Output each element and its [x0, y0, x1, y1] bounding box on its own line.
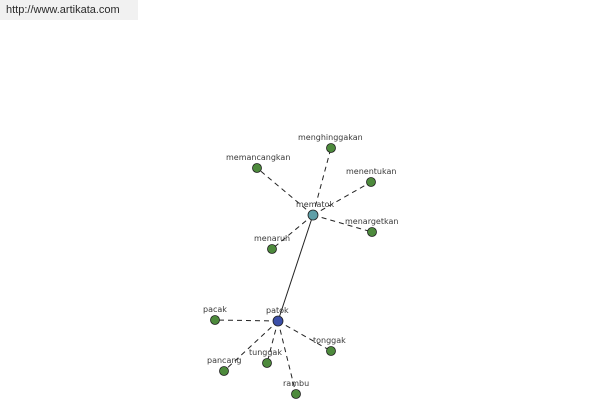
- node-circle-memancangkan[interactable]: [252, 163, 262, 173]
- node-label-tunggak: tunggak: [249, 348, 282, 357]
- edge-mematok-menentukan: [312, 181, 372, 216]
- node-circle-patok[interactable]: [272, 315, 284, 327]
- node-label-menghinggakan: menghinggakan: [298, 133, 363, 142]
- node-label-mematok: mematok: [296, 200, 334, 209]
- node-label-menaruh: menaruh: [254, 234, 290, 243]
- node-menaruh[interactable]: menaruh: [254, 234, 290, 254]
- node-rambu[interactable]: rambu: [283, 379, 309, 399]
- edge-patok-mematok: [277, 214, 314, 322]
- edge-mematok-memancangkan: [256, 167, 314, 216]
- node-menargetkan[interactable]: menargetkan: [345, 217, 398, 237]
- node-label-tonggak: tonggak: [313, 336, 346, 345]
- edge-patok-pacak: [214, 319, 279, 322]
- node-mematok[interactable]: mematok: [296, 200, 334, 221]
- node-circle-tonggak[interactable]: [326, 346, 336, 356]
- edge-patok-rambu: [277, 320, 297, 395]
- edge-patok-pancang: [223, 320, 279, 372]
- node-pancang[interactable]: pancang: [207, 356, 242, 376]
- edge-patok-tonggak: [277, 320, 332, 352]
- node-patok[interactable]: patok: [266, 306, 289, 327]
- node-label-rambu: rambu: [283, 379, 309, 388]
- nodes-layer: patok mematok menghinggakan memancangkan men…: [203, 133, 398, 399]
- node-menentukan[interactable]: menentukan: [346, 167, 396, 187]
- node-circle-rambu[interactable]: [291, 389, 301, 399]
- node-tunggak[interactable]: tunggak: [249, 348, 282, 368]
- node-circle-menaruh[interactable]: [267, 244, 277, 254]
- node-circle-menentukan[interactable]: [366, 177, 376, 187]
- site-url-link[interactable]: http://www.artikata.com: [0, 0, 138, 20]
- node-memancangkan[interactable]: memancangkan: [226, 153, 290, 173]
- node-tonggak[interactable]: tonggak: [313, 336, 346, 356]
- node-label-menentukan: menentukan: [346, 167, 396, 176]
- node-label-pacak: pacak: [203, 305, 227, 314]
- edge-mematok-menaruh: [271, 214, 314, 250]
- node-label-patok: patok: [266, 306, 289, 315]
- node-label-memancangkan: memancangkan: [226, 153, 290, 162]
- edge-mematok-menargetkan: [312, 214, 373, 233]
- edges-layer: [214, 147, 373, 395]
- edge-mematok-menghinggakan: [312, 147, 332, 216]
- node-menghinggakan[interactable]: menghinggakan: [298, 133, 363, 153]
- node-label-menargetkan: menargetkan: [345, 217, 398, 226]
- node-circle-menghinggakan[interactable]: [326, 143, 336, 153]
- node-circle-menargetkan[interactable]: [367, 227, 377, 237]
- node-circle-pancang[interactable]: [219, 366, 229, 376]
- node-label-pancang: pancang: [207, 356, 242, 365]
- node-pacak[interactable]: pacak: [203, 305, 227, 325]
- node-circle-mematok[interactable]: [307, 209, 319, 221]
- edge-patok-tunggak: [266, 320, 279, 364]
- node-circle-pacak[interactable]: [210, 315, 220, 325]
- node-circle-tunggak[interactable]: [262, 358, 272, 368]
